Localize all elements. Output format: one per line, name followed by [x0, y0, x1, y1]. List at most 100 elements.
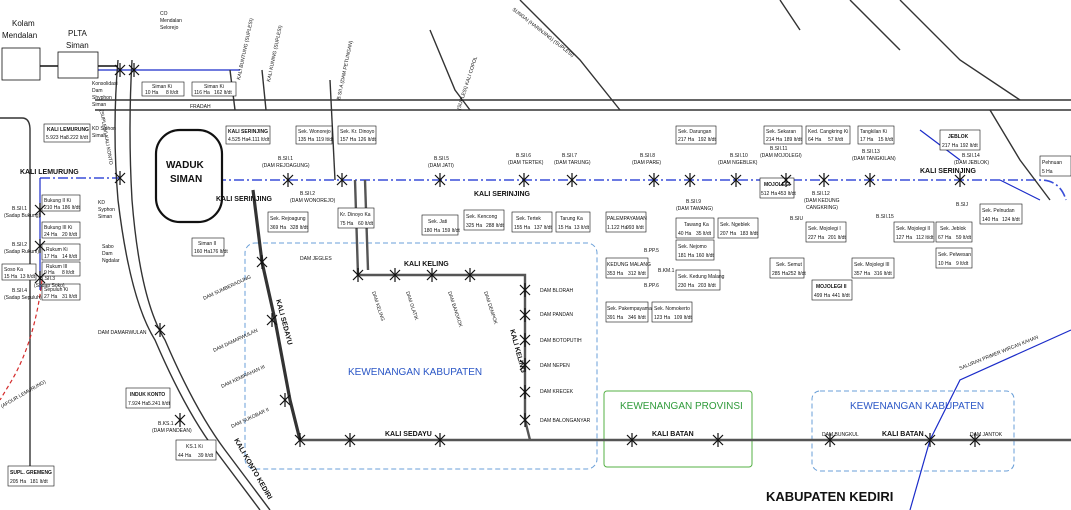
svg-text:214 Ha: 214 Ha	[766, 137, 782, 143]
svg-text:4.525 Ha: 4.525 Ha	[228, 137, 249, 143]
kali-kuning-label: KALI KUNING (SUPLESI)	[266, 25, 284, 83]
svg-text:Sek. Mojolegi II: Sek. Mojolegi II	[896, 226, 930, 232]
box-sek-nomokerto: Sek. Nomokerto 123 Ha 109 lt/dt	[651, 301, 692, 323]
dam-marker	[114, 171, 126, 185]
dam-marker	[824, 433, 836, 447]
dam-kemirahan-label: DAM KEMIRAHAN III	[220, 364, 266, 390]
dam-marker	[34, 271, 46, 285]
box-sek-mojolegi: Sek. Mojolegi I 227 Ha 201 lt/dt	[805, 221, 846, 243]
svg-text:180 Ha: 180 Ha	[424, 228, 440, 234]
sabo-label-2: Dam	[102, 251, 113, 257]
kolam-box	[1, 47, 41, 81]
kd-siphon-label-2: Siman	[92, 133, 106, 139]
zone-provinsi	[603, 390, 753, 468]
konsolidasi-label: Konsolidasi	[92, 81, 118, 87]
svg-text:109 lt/dt: 109 lt/dt	[674, 315, 692, 321]
box-tawang-ka: Tawang Ka 40 Ha 35 lt/dt	[675, 217, 715, 239]
svg-text:Bukung III Ki: Bukung III Ki	[44, 225, 72, 231]
dam-marker	[282, 173, 294, 187]
svg-text:160 Ha: 160 Ha	[194, 249, 210, 255]
svg-text:PALEMPAYAMAN: PALEMPAYAMAN	[607, 216, 647, 222]
svg-text:60 lt/dt: 60 lt/dt	[358, 221, 374, 227]
svg-text:20 lt/dt: 20 lt/dt	[62, 232, 78, 238]
svg-text:Ked. Cangkring Ki: Ked. Cangkring Ki	[808, 129, 848, 135]
svg-text:SUPL. GREMENG: SUPL. GREMENG	[10, 470, 52, 476]
dam-marker	[344, 433, 356, 447]
dam-damarwulan2-label: DAM DAMARWULAN	[212, 328, 259, 354]
dam-bsii12-label-2: (DAM KEDUNG	[804, 198, 840, 204]
svg-text:15 Ha: 15 Ha	[558, 225, 572, 231]
svg-text:10 Ha: 10 Ha	[145, 90, 159, 96]
box-sek-sekaran: Sek. Sekaran 214 Ha 189 lt/dt	[763, 125, 802, 145]
svg-text:59 lt/dt: 59 lt/dt	[956, 235, 972, 241]
svg-text:127 Ha: 127 Ha	[896, 235, 912, 241]
svg-text:Sek. Mojolegi III: Sek. Mojolegi III	[854, 262, 890, 268]
kali-buntung-label: KALI BUNTUNG (SUPLESI)	[236, 17, 255, 80]
svg-text:137 lt/dt: 137 lt/dt	[534, 225, 552, 231]
zone-provinsi-label: KEWENANGAN PROVINSI	[620, 401, 743, 412]
kali-copol	[429, 29, 471, 111]
svg-text:126 lt/dt: 126 lt/dt	[358, 137, 376, 143]
dam-marker	[434, 433, 446, 447]
svg-text:44 Ha: 44 Ha	[178, 453, 192, 459]
svg-text:Sek. Kencong: Sek. Kencong	[466, 214, 497, 220]
dam-sumberagung-label: DAM SUMBERAGUNG	[202, 274, 252, 302]
svg-text:Kr. Dinoyo Ka: Kr. Dinoyo Ka	[340, 212, 371, 218]
co-mendalan-label: CO	[160, 11, 168, 17]
dam-marker	[730, 173, 742, 187]
svg-text:9 lt/dt: 9 lt/dt	[956, 261, 969, 267]
right-diag-3	[779, 0, 801, 31]
dam-marker	[566, 173, 578, 187]
svg-text:40 Ha: 40 Ha	[678, 231, 692, 237]
svg-text:316 lt/dt: 316 lt/dt	[874, 271, 892, 277]
box-ked-cangkring: Ked. Cangkring Ki 64 Ha 57 lt/dt	[805, 125, 851, 145]
kd-siphon-2-label-3: Siman	[98, 214, 112, 220]
dam-bsii10-label-2: (DAM NGEBLEK)	[718, 160, 758, 166]
dam-bks1-label: B.KS.1	[158, 421, 174, 427]
dam-marker	[519, 385, 531, 399]
svg-text:5.241 lt/dt: 5.241 lt/dt	[148, 401, 171, 407]
svg-text:75 Ha: 75 Ha	[340, 221, 354, 227]
svg-text:64 Ha: 64 Ha	[808, 137, 822, 143]
kali-sedayu-vertical	[251, 189, 302, 441]
kali-top-river	[0, 117, 31, 480]
svg-text:162 lt/dt: 162 lt/dt	[214, 90, 232, 96]
kabupaten-kediri-label: KABUPATEN KEDIRI	[766, 489, 893, 504]
dam-bsiii4-label: B.SII.4	[12, 288, 27, 294]
box-rukum-ki: Rukum Ki 17 Ha 14 lt/dt	[41, 243, 81, 261]
svg-text:205 Ha: 205 Ha	[10, 479, 26, 485]
dam-marker	[464, 268, 476, 282]
svg-text:Sek. Jati: Sek. Jati	[428, 219, 447, 225]
svg-text:Sek. Jeblok: Sek. Jeblok	[940, 226, 966, 232]
svg-text:288 lt/dt: 288 lt/dt	[486, 223, 504, 229]
dam-sukobar-label: DAM SUKOBAR II	[230, 407, 270, 430]
dam-marker	[434, 173, 446, 187]
kolam-label: Kolam	[12, 19, 35, 28]
dam-marker	[648, 173, 660, 187]
svg-text:8 lt/dt: 8 lt/dt	[166, 90, 179, 96]
svg-text:227 Ha: 227 Ha	[808, 235, 824, 241]
svg-text:328 lt/dt: 328 lt/dt	[290, 225, 308, 231]
svg-text:5 Ha: 5 Ha	[1042, 169, 1053, 175]
box-sek-mojolegi-iii: Sek. Mojolegi III 357 Ha 316 lt/dt	[851, 257, 895, 279]
svg-text:Sek. Tertek: Sek. Tertek	[516, 216, 541, 222]
saluran-primer	[909, 329, 1071, 510]
svg-text:124 lt/dt: 124 lt/dt	[1002, 217, 1020, 223]
dam-bsii14-label: B.SII.14	[962, 153, 980, 159]
box-mojolegi: MOJOLEGI 512 Ha 453 lt/dt	[759, 177, 796, 199]
kali-konto-river	[114, 59, 261, 510]
svg-text:183 lt/dt: 183 lt/dt	[740, 231, 758, 237]
svg-text:KEDUNG MALANG: KEDUNG MALANG	[607, 262, 651, 268]
box-palempayaman: PALEMPAYAMAN 1.122 Ha 993 lt/dt	[605, 211, 647, 233]
svg-text:Sek. Rejoagung: Sek. Rejoagung	[270, 216, 306, 222]
svg-text:123 Ha: 123 Ha	[654, 315, 670, 321]
svg-text:312 lt/dt: 312 lt/dt	[628, 271, 646, 277]
dam-bsii1-label: B.SII.1	[278, 156, 293, 162]
box-sek-darungan: Sek. Darungan 217 Ha 192 lt/dt	[675, 125, 716, 145]
right-diag-2	[849, 0, 901, 51]
dam-marker	[294, 433, 306, 447]
kolam-label-2: Mendalan	[2, 31, 37, 40]
box-supl-gremeng: SUPL. GREMENG 205 Ha 181 lt/dt	[7, 465, 55, 487]
svg-text:453 lt/dt: 453 lt/dt	[778, 191, 796, 197]
dam-marker	[519, 333, 531, 347]
